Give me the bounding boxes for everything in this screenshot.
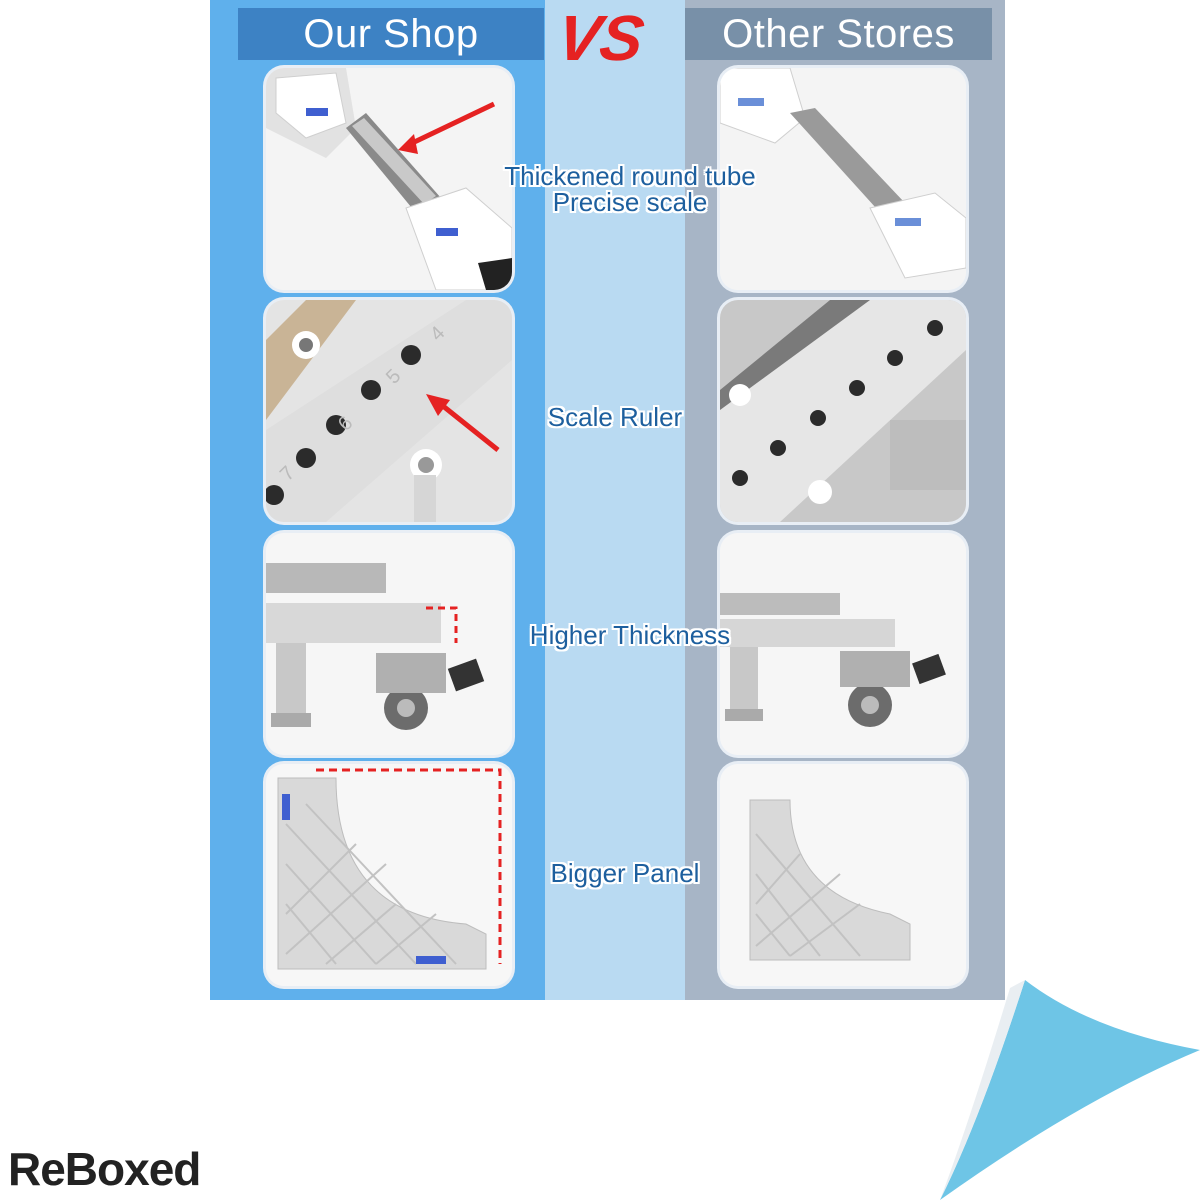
other-stores-header: Other Stores [685,8,992,60]
our-shop-panel-photo [266,764,512,986]
other-stores-tube-photo [720,68,966,290]
tube-feature-line1: Thickened round tube [504,161,756,191]
our-shop-header: Our Shop [238,8,544,60]
panel-feature-label: Bigger Panel [515,860,735,886]
thickness-feature-line1: Higher Thickness [529,620,731,650]
vs-text: VS [555,2,648,72]
vs-mark: VS [555,2,648,72]
thickness-feature-label: Higher Thickness [500,622,760,648]
scale-feature-line1: Scale Ruler [547,402,683,432]
comparison-board: Our Shop Other Stores VS [210,0,1005,1000]
other-stores-thickness-photo [720,533,966,755]
page-curl-corner [940,980,1200,1200]
tube-feature-label: Thickened round tube Precise scale [480,163,780,215]
reboxed-logo: ReBoxed [8,1143,201,1195]
panel-feature-line1: Bigger Panel [550,858,700,888]
our-shop-tube-photo [266,68,512,290]
scale-feature-label: Scale Ruler [520,404,710,430]
other-stores-scale-photo [720,300,966,522]
tube-feature-line2: Precise scale [552,187,708,217]
other-stores-panel-photo [720,764,966,986]
our-shop-thickness-photo [266,533,512,755]
our-shop-scale-photo: 4 5 6 7 [266,300,512,522]
